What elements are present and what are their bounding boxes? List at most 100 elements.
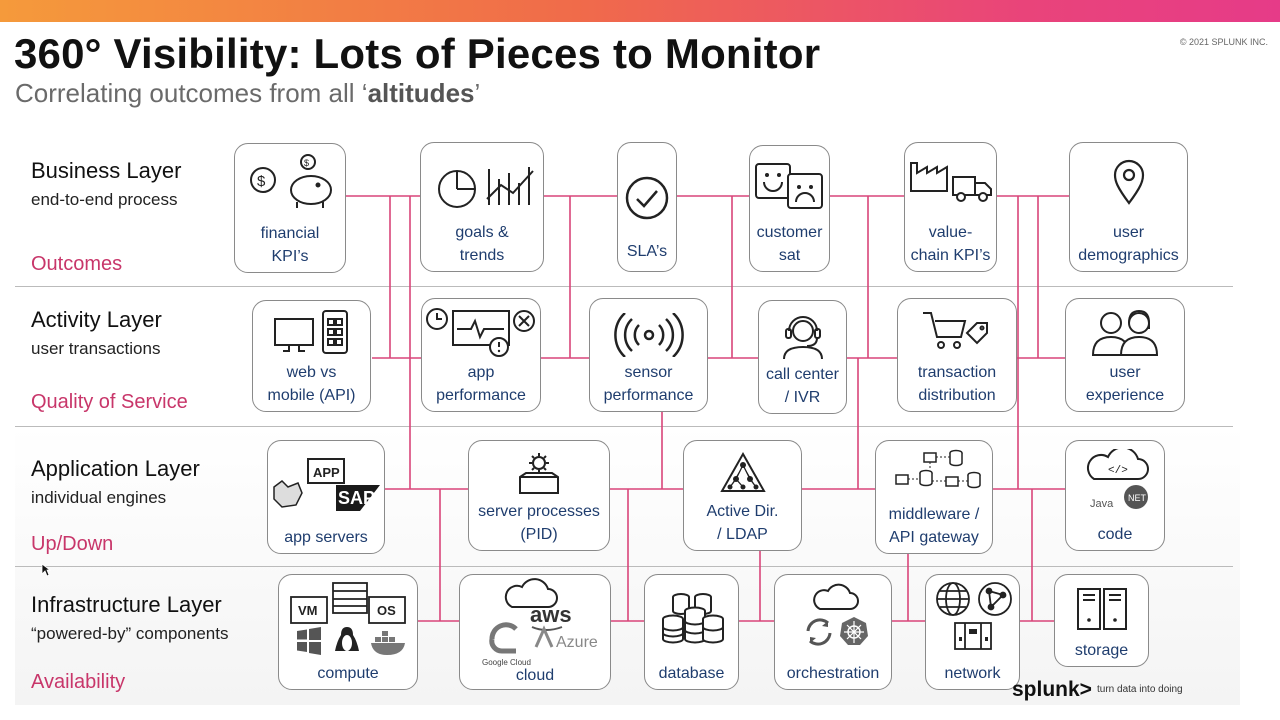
layer-name-infrastructure: Infrastructure Layer [31, 592, 222, 617]
box-label-line1: Active Dir. [706, 503, 779, 520]
box-label-line1: sensor [624, 364, 673, 381]
box-label-line1: app servers [284, 529, 368, 546]
box-label-line1: app [467, 364, 495, 381]
headset-agent-icon [759, 313, 846, 361]
box-label-line2: (PID) [520, 526, 558, 543]
layer-desc-infrastructure: “powered-by” components [31, 624, 229, 643]
box-compute: VM OS compute [278, 574, 418, 690]
database-icon [645, 587, 738, 651]
box-web-mobile: web vs mobile (API) [252, 300, 371, 412]
box-network: network [925, 574, 1020, 690]
box-database: database [644, 574, 739, 690]
layer-desc-activity: user transactions [31, 339, 161, 358]
box-label-line1: database [658, 665, 725, 682]
box-label-line1: customer [756, 224, 823, 241]
layer-metric-outcomes: Outcomes [31, 253, 123, 275]
vm-logo-text: VM [298, 603, 318, 618]
box-label-line2: chain KPI’s [910, 247, 991, 264]
directory-tree-icon [684, 451, 801, 495]
box-label-line1: value- [928, 224, 973, 241]
java-logo-text: Java [1090, 498, 1114, 510]
clock-monitor-alert-icon [422, 305, 540, 359]
net-logo-text: NET [1128, 493, 1147, 503]
layer-divider [15, 426, 1233, 427]
box-code: </> Java NET code [1065, 440, 1165, 551]
box-server-processes: server processes(PID) [468, 440, 610, 551]
monitor-phone-icon [253, 307, 370, 361]
vm-os-icon: VM OS [279, 579, 417, 659]
location-pin-icon [1070, 157, 1187, 207]
os-logo-text: OS [377, 603, 396, 618]
box-slas: SLA’s [617, 142, 677, 272]
box-label-line2: sat [778, 247, 801, 264]
layer-name-application: Application Layer [31, 456, 200, 481]
box-label-line2: demographics [1078, 247, 1179, 264]
splunk-tagline: turn data into doing [1097, 684, 1183, 695]
box-label-line1: user [1112, 224, 1145, 241]
svg-text:$: $ [304, 158, 309, 168]
box-label-line1: compute [317, 665, 379, 682]
middleware-nodes-icon [876, 447, 992, 497]
box-label-line1: cloud [515, 667, 555, 684]
gear-box-icon [469, 451, 609, 495]
box-label-line1: storage [1074, 642, 1129, 659]
box-label-line2: API gateway [889, 529, 979, 546]
page-subtitle: Correlating outcomes from all ‘altitudes… [15, 78, 481, 108]
layer-divider [15, 566, 1233, 567]
storage-drives-icon [1055, 587, 1148, 633]
page-title: 360° Visibility: Lots of Pieces to Monit… [14, 30, 821, 77]
box-label-line1: SLA’s [626, 243, 668, 260]
sap-logo-text: SAP [338, 488, 375, 508]
box-label-line1: user [1109, 364, 1141, 381]
box-call-center: call center/ IVR [758, 300, 847, 414]
box-label-line2: experience [1085, 387, 1165, 404]
box-label-line2: / LDAP [717, 526, 768, 543]
layer-name-business: Business Layer [31, 158, 182, 183]
box-label-line1: orchestration [786, 665, 880, 682]
box-label-line2: distribution [918, 387, 996, 404]
signal-waves-icon [590, 313, 707, 357]
svg-text:</>: </> [1108, 465, 1128, 477]
layer-divider [15, 286, 1233, 287]
box-label-line2: mobile (API) [267, 387, 356, 404]
box-label-line2: / IVR [784, 389, 821, 406]
box-middleware: middleware / API gateway [875, 440, 993, 554]
box-label-line1: web vs [286, 364, 337, 381]
cloud-kubernetes-icon [775, 583, 891, 649]
box-active-directory: Active Dir. / LDAP [683, 440, 802, 551]
box-goals-trends: goals & trends [420, 142, 544, 272]
box-label-line1: middleware / [888, 506, 980, 523]
box-label-line1: transaction [917, 364, 997, 381]
factory-truck-icon [905, 149, 996, 209]
layer-name-activity: Activity Layer [31, 307, 162, 332]
box-label-line2: trends [459, 247, 505, 264]
box-label-line1: financial [260, 225, 320, 242]
box-storage: storage [1054, 574, 1149, 667]
box-orchestration: orchestration [774, 574, 892, 690]
box-label-line1: network [944, 665, 1001, 682]
box-label-line2: KPI’s [271, 248, 309, 265]
box-sensor-performance: sensor performance [589, 298, 708, 412]
layer-desc-business: end-to-end process [31, 190, 178, 209]
box-label-line2: performance [603, 387, 694, 404]
splunk-logo: splunk> [1012, 678, 1092, 701]
box-user-demographics: user demographics [1069, 142, 1188, 272]
box-transaction-distribution: transaction distribution [897, 298, 1017, 412]
box-label-line1: code [1097, 526, 1133, 543]
network-globe-icon [926, 579, 1019, 653]
mouse-cursor-icon [41, 563, 51, 577]
pie-bar-chart-icon [421, 149, 543, 213]
box-label-line1: goals & [455, 224, 509, 241]
layer-metric-availability: Availability [31, 671, 126, 693]
cart-tag-icon [898, 305, 1016, 359]
aws-logo-text: aws [530, 602, 572, 627]
layer-metric-updown: Up/Down [31, 533, 114, 555]
checkmark-circle-icon [618, 173, 676, 223]
happy-sad-face-icon [750, 152, 829, 212]
